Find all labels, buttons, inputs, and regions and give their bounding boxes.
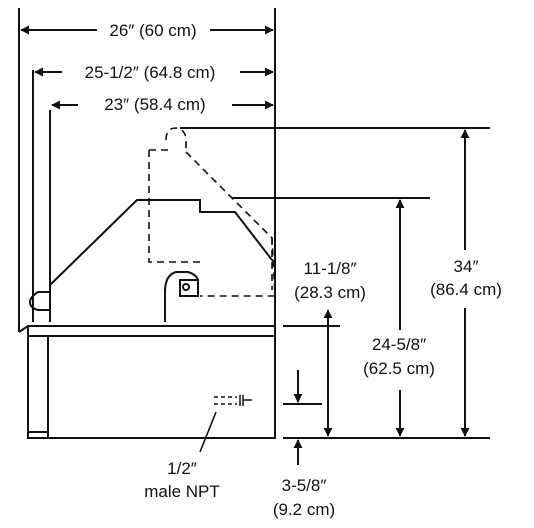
dim-height-34-cm: (86.4 cm) xyxy=(430,280,502,299)
latch-bracket xyxy=(164,271,199,322)
appliance-outline xyxy=(18,8,276,439)
gas-type-label: male NPT xyxy=(144,482,220,501)
dim-height-3-in: 3-5/8″ xyxy=(282,476,327,495)
dim-width-23: 23″ (58.4 cm) xyxy=(104,95,205,114)
countertop-lip xyxy=(18,325,275,333)
dim-height-3-cm: (9.2 cm) xyxy=(273,500,335,519)
width-dimensions xyxy=(20,25,274,110)
gas-leader-line xyxy=(199,411,217,453)
dim-width-25-5: 25-1/2″ (64.8 cm) xyxy=(85,63,216,82)
open-lid-dashed xyxy=(148,127,276,297)
tub-body xyxy=(49,199,276,286)
dim-height-24-cm: (62.5 cm) xyxy=(363,359,435,378)
dim-height-34-in: 34″ xyxy=(454,257,479,276)
dim-height-11-cm: (28.3 cm) xyxy=(294,283,366,302)
dim-width-26: 26″ (60 cm) xyxy=(109,21,196,40)
height-arrows xyxy=(293,129,470,465)
base-cabinet xyxy=(27,335,276,439)
gas-fitting xyxy=(214,395,252,406)
gas-size-label: 1/2″ xyxy=(167,459,197,478)
latch-box xyxy=(179,279,199,297)
dim-height-24-in: 24-5/8″ xyxy=(372,335,426,354)
height-reference-lines xyxy=(180,127,490,439)
dim-height-11-in: 11-1/8″ xyxy=(304,259,357,278)
latch-pin xyxy=(182,283,190,291)
rear-knob xyxy=(28,291,50,311)
